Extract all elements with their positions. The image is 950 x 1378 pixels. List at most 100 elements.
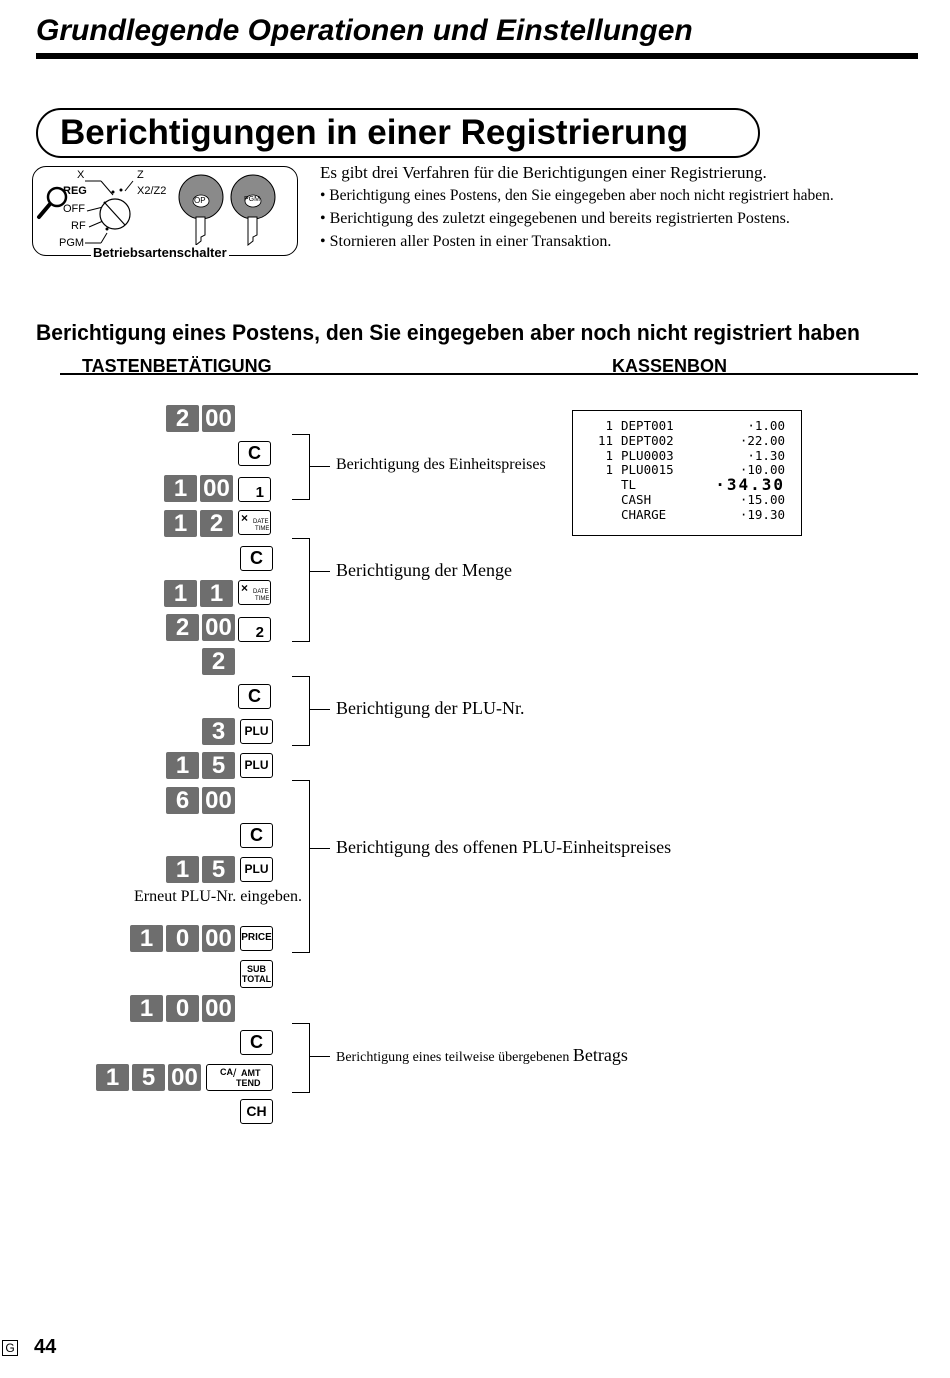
key-0: 0 <box>166 995 199 1022</box>
key-1: 1 <box>130 995 163 1022</box>
receipt-amount: ·19.30 <box>739 506 785 522</box>
receipt-amount: ·1.00 <box>747 418 785 433</box>
bracket-5 <box>292 1023 310 1093</box>
multiply-icon: × <box>241 511 249 525</box>
switch-pos-x: X <box>77 169 85 181</box>
sub-heading: Berichtigung eines Postens, den Sie eing… <box>36 320 860 345</box>
reenter-note: Erneut PLU-Nr. eingeben. <box>134 888 302 905</box>
annotation-partial-tender: Berichtigung eines teilweise übergebenen… <box>336 1045 628 1066</box>
key-3: 3 <box>202 718 235 745</box>
switch-pos-x2z2: X2/Z2 <box>137 185 167 197</box>
intro-item-1: • Berichtigung eines Postens, den Sie ei… <box>320 187 834 204</box>
key-6: 6 <box>166 787 199 814</box>
key-charge: CH <box>240 1099 273 1124</box>
column-header-keys: TASTENBETÄTIGUNG <box>82 356 272 376</box>
key-0: 0 <box>166 925 199 952</box>
key-clear: C <box>240 1030 273 1055</box>
switch-pos-off: OFF <box>63 203 85 215</box>
receipt-name: PLU0015 <box>621 462 674 478</box>
key-1: 1 <box>164 475 197 502</box>
bracket-5-pointer <box>310 1056 330 1057</box>
receipt-qty: 1 <box>605 462 613 478</box>
key-plu: PLU <box>240 719 273 744</box>
key-price: PRICE <box>240 926 273 951</box>
key-dept-2: 2 <box>238 617 271 642</box>
key-00: 00 <box>202 995 235 1022</box>
key-5: 5 <box>202 856 235 883</box>
key-2: 2 <box>166 405 199 432</box>
chapter-title: Grundlegende Operationen und Einstellung… <box>36 14 693 47</box>
intro-text: Es gibt drei Verfahren für die Berichtig… <box>320 162 834 253</box>
date-label: DATE <box>253 589 269 595</box>
mode-switch-caption: Betriebsartenschalter <box>91 245 229 260</box>
annotation-partial-tender-word: Betrags <box>572 1045 628 1065</box>
page-number: 44 <box>34 1336 57 1358</box>
receipt-qty: 1 <box>605 447 613 463</box>
bracket-4-pointer <box>310 848 330 849</box>
receipt-line: 1 PLU0003 ·1.30 <box>573 447 801 464</box>
language-badge: G <box>2 1340 18 1356</box>
receipt-name: TL <box>621 477 637 493</box>
bracket-1-pointer <box>310 466 330 467</box>
multiply-icon: × <box>241 581 249 595</box>
receipt-total-line: TL ·34.30 <box>573 475 801 495</box>
mode-switch-dial-icon <box>37 174 276 247</box>
key-1: 1 <box>164 580 197 607</box>
key-clear: C <box>238 684 271 709</box>
receipt-qty <box>591 508 613 523</box>
total-label: TOTAL <box>241 974 272 984</box>
key-1: 1 <box>200 580 233 607</box>
receipt-qty: 11 <box>597 432 613 448</box>
key-multiply-date-time: × DATE TIME <box>238 510 271 535</box>
switch-pos-rf: RF <box>71 220 86 232</box>
receipt-amount: ·1.30 <box>747 447 785 463</box>
receipt-line: CASH·15.00 <box>573 491 801 508</box>
bracket-3-pointer <box>310 709 330 710</box>
key-00: 00 <box>200 475 233 502</box>
intro-item-2: • Berichtigung des zuletzt eingegebenen … <box>320 210 790 227</box>
key-pgm-label: PGM <box>244 196 260 203</box>
chapter-rule <box>36 53 918 59</box>
key-1: 1 <box>96 1064 129 1091</box>
time-label: TIME <box>255 596 270 602</box>
key-multiply-date-time: × DATE TIME <box>238 580 271 605</box>
annotation-unit-price: Berichtigung des Einheitspreises <box>336 456 546 473</box>
ca-label: CA <box>220 1067 233 1077</box>
receipt-qty: 1 <box>605 418 613 433</box>
key-ca-amt-tend: CA / AMT TEND <box>206 1064 273 1091</box>
key-5: 5 <box>132 1064 165 1091</box>
key-clear: C <box>240 823 273 848</box>
bracket-1 <box>292 434 310 500</box>
intro-lead: Es gibt drei Verfahren für die Berichtig… <box>320 163 767 182</box>
key-2: 2 <box>166 614 199 641</box>
key-00: 00 <box>202 787 235 814</box>
receipt-amount: ·34.30 <box>715 475 785 495</box>
receipt-line: CHARGE ·19.30 <box>573 506 801 523</box>
receipt-name: DEPT002 <box>621 432 674 448</box>
receipt-qty <box>591 478 613 493</box>
key-00: 00 <box>202 405 235 432</box>
receipt-qty <box>591 493 613 508</box>
key-clear: C <box>240 546 273 571</box>
receipt-amount: ·15.00 <box>739 491 785 507</box>
receipt-name: CHARGE <box>621 506 667 522</box>
annotation-plu-number: Berichtigung der PLU-Nr. <box>336 698 525 718</box>
key-00: 00 <box>168 1064 201 1091</box>
key-1: 1 <box>164 510 197 537</box>
switch-pos-reg: REG <box>63 185 87 197</box>
key-00: 00 <box>202 614 235 641</box>
key-2: 2 <box>200 510 233 537</box>
key-clear: C <box>238 441 271 466</box>
receipt-name: PLU0003 <box>621 447 674 463</box>
amt-label: AMT <box>241 1068 261 1078</box>
annotation-quantity: Berichtigung der Menge <box>336 560 512 580</box>
receipt-amount: ·10.00 <box>739 462 785 478</box>
column-header-receipt: KASSENBON <box>612 356 728 376</box>
key-subtotal: SUB TOTAL <box>240 960 273 988</box>
bracket-2 <box>292 538 310 642</box>
key-1: 1 <box>130 925 163 952</box>
column-rule <box>60 373 918 375</box>
